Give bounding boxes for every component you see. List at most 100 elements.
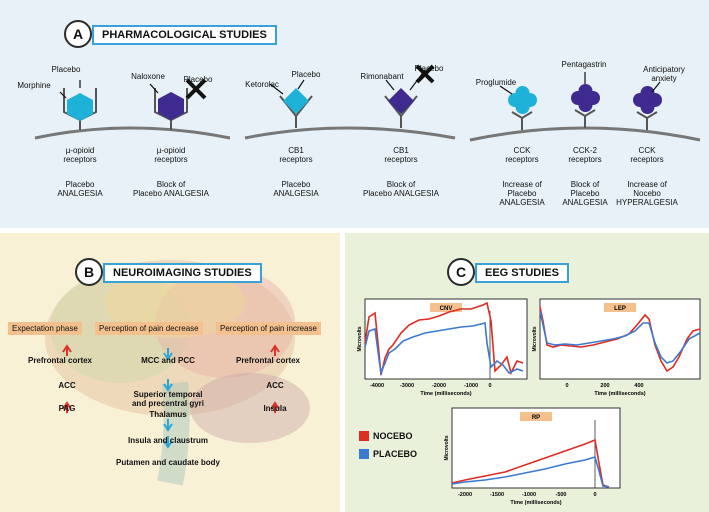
arrow-icons (62, 344, 280, 449)
hexagon-ligand-naloxone (158, 92, 184, 120)
outcome-label: Placebo (281, 180, 311, 189)
receptor-label: receptors (384, 155, 418, 164)
region-insula-claustrum: Insula and claustrum (127, 436, 209, 445)
panel-b-badge: B (75, 258, 103, 286)
outcome-label: Block of (386, 180, 416, 189)
phase-pain-increase: Perception of pain increase (216, 322, 321, 335)
panel-a-title: PHARMACOLOGICAL STUDIES (92, 25, 277, 45)
outcome-label: ANALGESIA (273, 189, 319, 198)
rp-tick-label: -500 (555, 492, 566, 498)
cnv-ylabel: Microvolts (357, 326, 363, 351)
membrane-arc-cck (469, 126, 701, 142)
outcome-label: Placebo (507, 189, 537, 198)
cnv-tick-label: -4000 (370, 383, 384, 389)
ligand-label-naloxone: Naloxone (131, 72, 165, 81)
rp-tick-label: -1000 (522, 492, 536, 498)
outcome-label: Increase of (627, 180, 667, 189)
rp-tick-label: -1500 (490, 492, 504, 498)
lep-ylabel: Microvolts (532, 326, 538, 351)
region-insula-increase: Insula (263, 404, 287, 413)
legend-swatch-placebo (359, 449, 369, 459)
rp-placebo-curve (451, 456, 610, 488)
diamond-ligand-ketorolac (283, 88, 309, 114)
diamond-ligand-rimonabant (388, 88, 414, 114)
clover-ligand-pentagastrin (571, 84, 600, 112)
lep-xlabel: Time (milliseconds) (594, 391, 645, 397)
outcome-label: HYPERALGESIA (616, 198, 678, 207)
cnv-tick-label: -2000 (432, 383, 446, 389)
cnv-xlabel: Time (milliseconds) (420, 391, 471, 397)
receptor-label: CCK (638, 146, 656, 155)
receptor-label: CB1 (288, 146, 304, 155)
receptor-label: CB1 (393, 146, 409, 155)
outcome-label: Placebo (65, 180, 95, 189)
region-thalamus: Thalamus (149, 410, 187, 419)
region-prefrontal-cortex: Prefrontal cortex (27, 356, 93, 365)
lep-tick-label: 400 (634, 383, 643, 389)
region-mcc-pcc: MCC and PCC (141, 356, 195, 365)
clover-ligand-anxiety (633, 86, 662, 114)
ligand-label-proglumide: Proglumide (475, 78, 517, 87)
legend-placebo: PLACEBO (373, 449, 418, 459)
panel-pharmacological: A PHARMACOLOGICAL STUDIES Placebo Morphi… (0, 0, 709, 228)
receptor-label: receptors (568, 155, 602, 164)
outcome-label: Nocebo (633, 189, 661, 198)
region-precentral-gyri: and precentral gyri (131, 399, 205, 408)
membrane-arc-opioid (34, 126, 231, 140)
ligand-label-anticipatory: Anticipatory (643, 65, 685, 74)
lep-label-box (604, 303, 636, 312)
membrane-arc-cb1 (244, 126, 456, 140)
receptor-label: receptors (505, 155, 539, 164)
ligand-label-placebo-blocked: Placebo (183, 75, 213, 84)
rp-label: RP (532, 415, 540, 421)
outcome-label: Placebo ANALGESIA (362, 189, 440, 198)
outcome-label: Block of (156, 180, 186, 189)
receptor-label: CCK-2 (572, 146, 598, 155)
rp-plot-area (451, 407, 621, 489)
rp-ylabel: Microvolts (444, 435, 450, 460)
ligand-label-anxiety: anxiety (651, 74, 677, 83)
rp-label-box (520, 412, 552, 421)
receptor-drawings (34, 64, 701, 142)
ligand-label-placebo: Placebo (51, 65, 81, 74)
outcome-label: ANALGESIA (562, 198, 608, 207)
clover-ligand-proglumide (508, 86, 537, 114)
legend-swatch-nocebo (359, 431, 369, 441)
panel-a-badge: A (64, 20, 92, 48)
cross-icon (185, 78, 207, 100)
region-prefrontal-cortex-increase: Prefrontal cortex (235, 356, 301, 365)
outcome-label: ANALGESIA (57, 189, 103, 198)
receptor-label: CCK (513, 146, 531, 155)
legend-nocebo: NOCEBO (373, 431, 413, 441)
ligand-label-ketorolac: Ketorolac (245, 80, 279, 89)
lep-placebo-curve (539, 310, 701, 364)
cnv-tick-label: -1000 (464, 383, 478, 389)
cnv-label: CNV (440, 306, 453, 312)
panel-neuroimaging: B NEUROIMAGING STUDIES Expectation phase… (0, 233, 340, 512)
panel-c-title: EEG STUDIES (475, 263, 569, 283)
ligand-label-placebo-cb1: Placebo (291, 70, 321, 79)
region-acc: ACC (58, 381, 76, 390)
rp-xlabel: Time (milliseconds) (510, 500, 561, 506)
ligand-label-pentagastrin: Pentagastrin (561, 60, 607, 69)
ligand-label-placebo-cb1-blocked: Placebo (414, 64, 444, 73)
cnv-placebo-curve (364, 321, 524, 377)
rp-nocebo-curve (451, 438, 610, 488)
rp-tick-label: -2000 (458, 492, 472, 498)
receptor-label: receptors (63, 155, 97, 164)
cnv-tick-label: -3000 (400, 383, 414, 389)
region-acc-increase: ACC (266, 381, 284, 390)
outcome-label: Increase of (502, 180, 542, 189)
panel-c-badge: C (447, 258, 475, 286)
cnv-tick-label: 0 (488, 383, 491, 389)
cross-icon (415, 64, 435, 84)
rp-tick-label: 0 (593, 492, 596, 498)
outcome-label: Placebo (570, 189, 600, 198)
receptor-label: µ-opioid (65, 146, 95, 155)
lep-nocebo-curve (539, 306, 701, 373)
receptor-label: receptors (279, 155, 313, 164)
outcome-label: ANALGESIA (499, 198, 545, 207)
panel-b-title: NEUROIMAGING STUDIES (103, 263, 262, 283)
